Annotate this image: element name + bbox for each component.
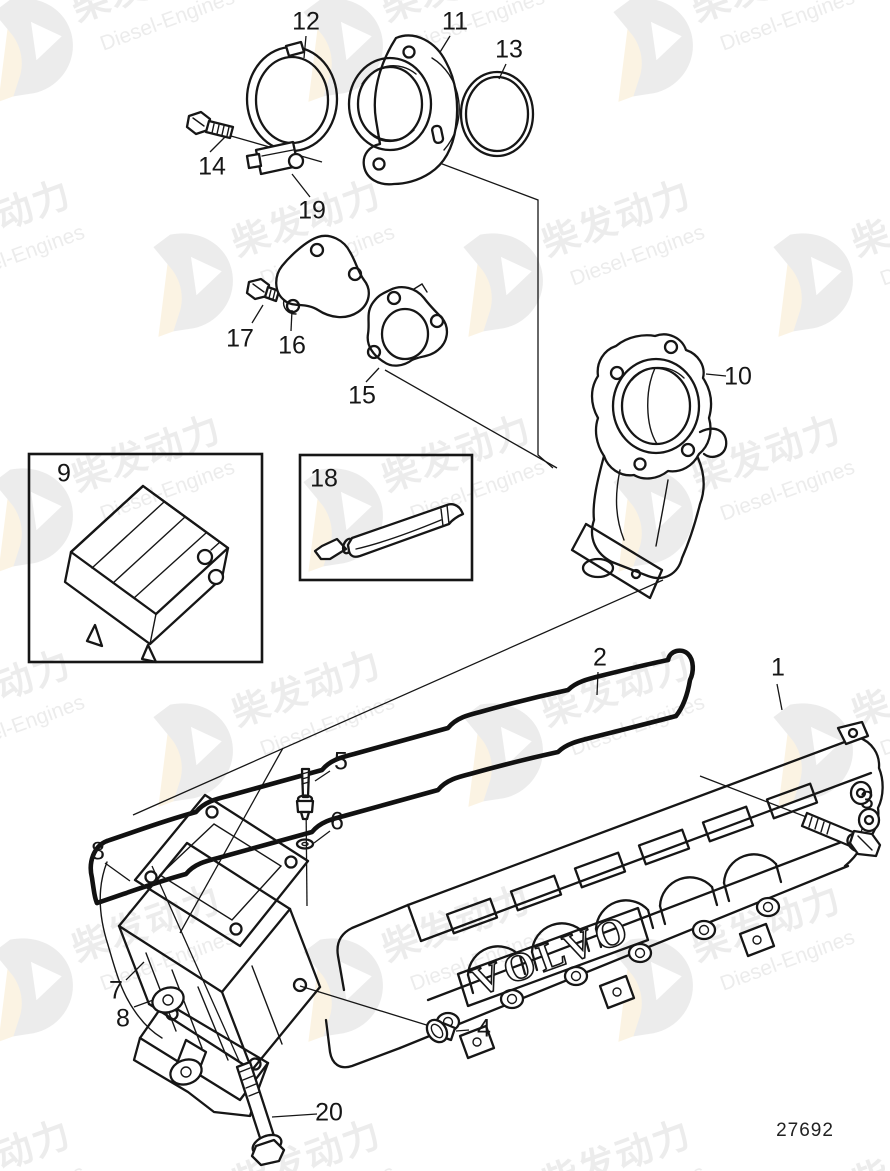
part-16-cover-plate: [275, 234, 370, 319]
callout-2: 2: [593, 643, 607, 672]
callout-10: 10: [724, 362, 752, 391]
part-13-o-ring: [459, 70, 535, 158]
part-5-stud: [295, 767, 315, 821]
callout-8-upper: 8: [91, 837, 105, 866]
part-17-bolt: [245, 277, 281, 303]
callout-7: 7: [109, 976, 123, 1005]
part-11-flange-connector: [347, 34, 460, 186]
part-1-intake-manifold: VOLVO: [324, 720, 884, 1069]
callout-16: 16: [278, 331, 306, 360]
callout-15: 15: [348, 381, 376, 410]
part-3-bolt: [800, 811, 882, 858]
part-10-connection-housing: [570, 333, 728, 600]
callout-14: 14: [198, 152, 226, 181]
part-4-plug: [425, 1018, 457, 1044]
drawing-number: 27692: [776, 1120, 834, 1141]
callout-19: 19: [298, 196, 326, 225]
callout-4: 4: [477, 1014, 491, 1043]
callout-13: 13: [495, 35, 523, 64]
callout-17: 17: [226, 324, 254, 353]
part-12-v-clamp: [245, 40, 339, 176]
part-15-gasket: [366, 283, 449, 367]
callout-18: 18: [310, 464, 338, 493]
callout-3: 3: [860, 786, 874, 815]
part-14-bolt: [185, 110, 235, 140]
callout-8-lower: 8: [116, 1004, 130, 1033]
part-9-air-heater-box: [27, 452, 264, 664]
callout-20: 20: [315, 1098, 343, 1127]
callout-11: 11: [442, 7, 468, 36]
callout-1: 1: [771, 653, 785, 682]
callout-12: 12: [292, 7, 320, 36]
part-2-manifold-gasket: [88, 648, 696, 906]
callout-5: 5: [334, 747, 348, 776]
callout-9: 9: [57, 459, 71, 488]
part-6-seal-ring: [295, 838, 315, 850]
part-7-riser-and-8-gaskets: [99, 793, 322, 1118]
callout-6: 6: [330, 807, 344, 836]
part-20-bolt: [235, 1060, 286, 1167]
